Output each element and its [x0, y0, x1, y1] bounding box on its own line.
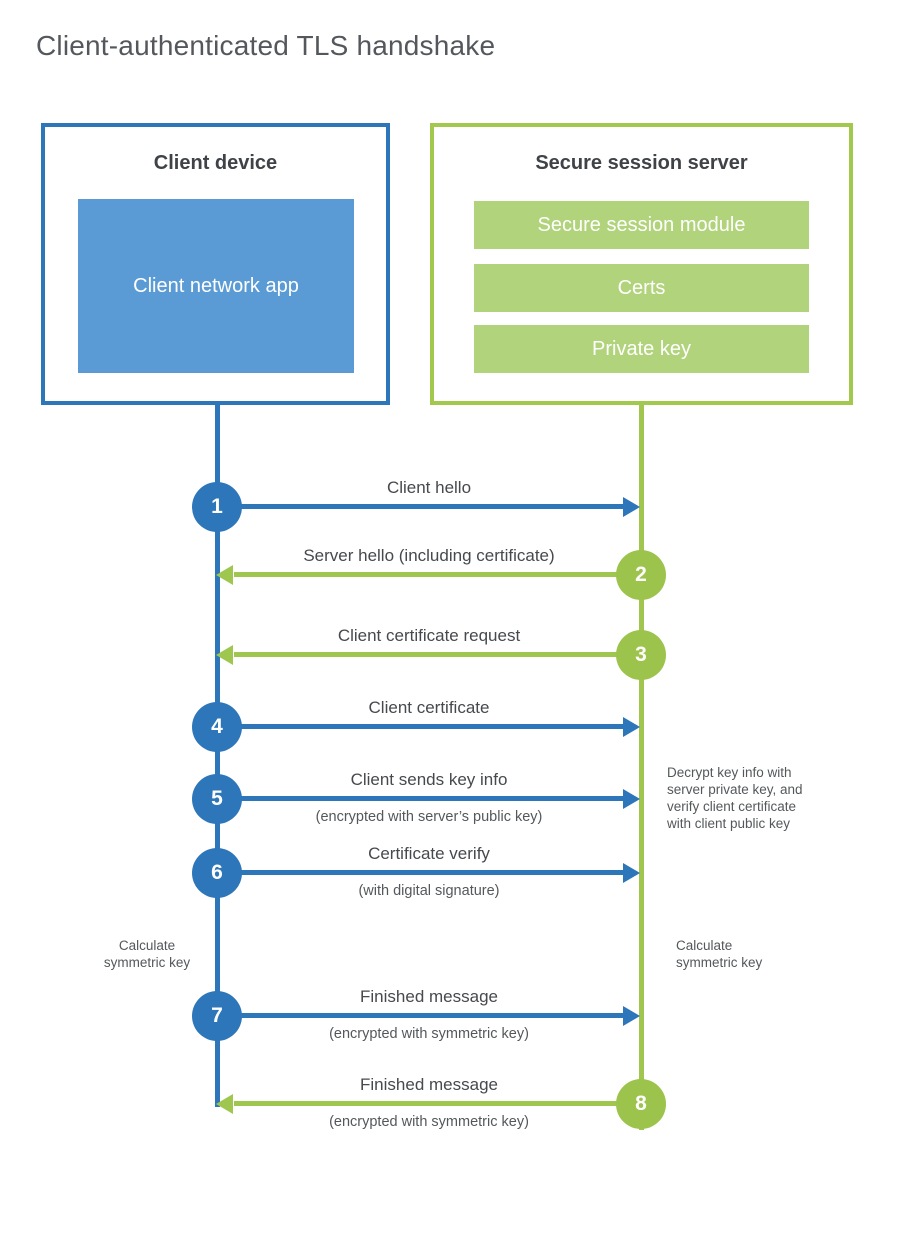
secure-session-server-box: Secure session server Secure session mod…	[430, 123, 853, 405]
message-label: Client certificate	[368, 698, 490, 717]
message-label: Finished message	[360, 1075, 498, 1094]
server-lifeline	[639, 405, 644, 1130]
step-number-badge: 4	[192, 702, 242, 752]
server-module-secure-session: Secure session module	[474, 201, 809, 249]
arrow-head-icon	[623, 717, 640, 737]
client-device-box: Client device Client network app	[41, 123, 390, 405]
arrow-head-icon	[623, 863, 640, 883]
client-network-app-label: Client network app	[133, 274, 299, 297]
message-arrow	[234, 572, 638, 577]
message-sublabel: (encrypted with symmetric key)	[329, 1026, 529, 1042]
message-arrow	[221, 796, 625, 801]
step-number-badge: 7	[192, 991, 242, 1041]
message-arrow	[221, 724, 625, 729]
server-heading: Secure session server	[535, 152, 748, 174]
message-arrow	[221, 870, 625, 875]
step-number-badge: 8	[616, 1079, 666, 1129]
step-number-badge: 6	[192, 848, 242, 898]
page-title: Client-authenticated TLS handshake	[36, 30, 496, 61]
server-module-certs: Certs	[474, 264, 809, 312]
server-module-private-key: Private key	[474, 325, 809, 373]
calculate-symmetric-key-note-client: Calculate symmetric key	[103, 938, 191, 970]
message-label: Server hello (including certificate)	[303, 546, 555, 565]
arrow-head-icon	[216, 645, 233, 665]
message-label: Client certificate request	[337, 626, 521, 645]
message-arrow	[234, 1101, 638, 1106]
message-sublabel: (encrypted with symmetric key)	[329, 1114, 529, 1130]
message-sublabel: (with digital signature)	[358, 883, 500, 899]
message-arrow	[234, 652, 638, 657]
step-number-badge: 2	[616, 550, 666, 600]
message-arrow	[221, 1013, 625, 1018]
arrow-head-icon	[216, 1094, 233, 1114]
arrow-head-icon	[623, 1006, 640, 1026]
message-label: Finished message	[360, 987, 498, 1006]
step-number-badge: 1	[192, 482, 242, 532]
message-label: Certificate verify	[368, 844, 490, 863]
message-label: Client hello	[386, 478, 472, 497]
client-network-app-box: Client network app	[78, 199, 354, 373]
client-device-heading: Client device	[153, 152, 278, 174]
client-lifeline	[215, 405, 220, 1107]
message-label: Client sends key info	[350, 770, 508, 789]
step-number-badge: 5	[192, 774, 242, 824]
decrypt-key-info-note: Decrypt key info with server private key…	[667, 765, 803, 831]
arrow-head-icon	[623, 497, 640, 517]
message-arrow	[221, 504, 625, 509]
arrow-head-icon	[623, 789, 640, 809]
arrow-head-icon	[216, 565, 233, 585]
step-number-badge: 3	[616, 630, 666, 680]
message-sublabel: (encrypted with server’s public key)	[315, 809, 543, 825]
calculate-symmetric-key-note-server: Calculate symmetric key	[676, 938, 763, 970]
